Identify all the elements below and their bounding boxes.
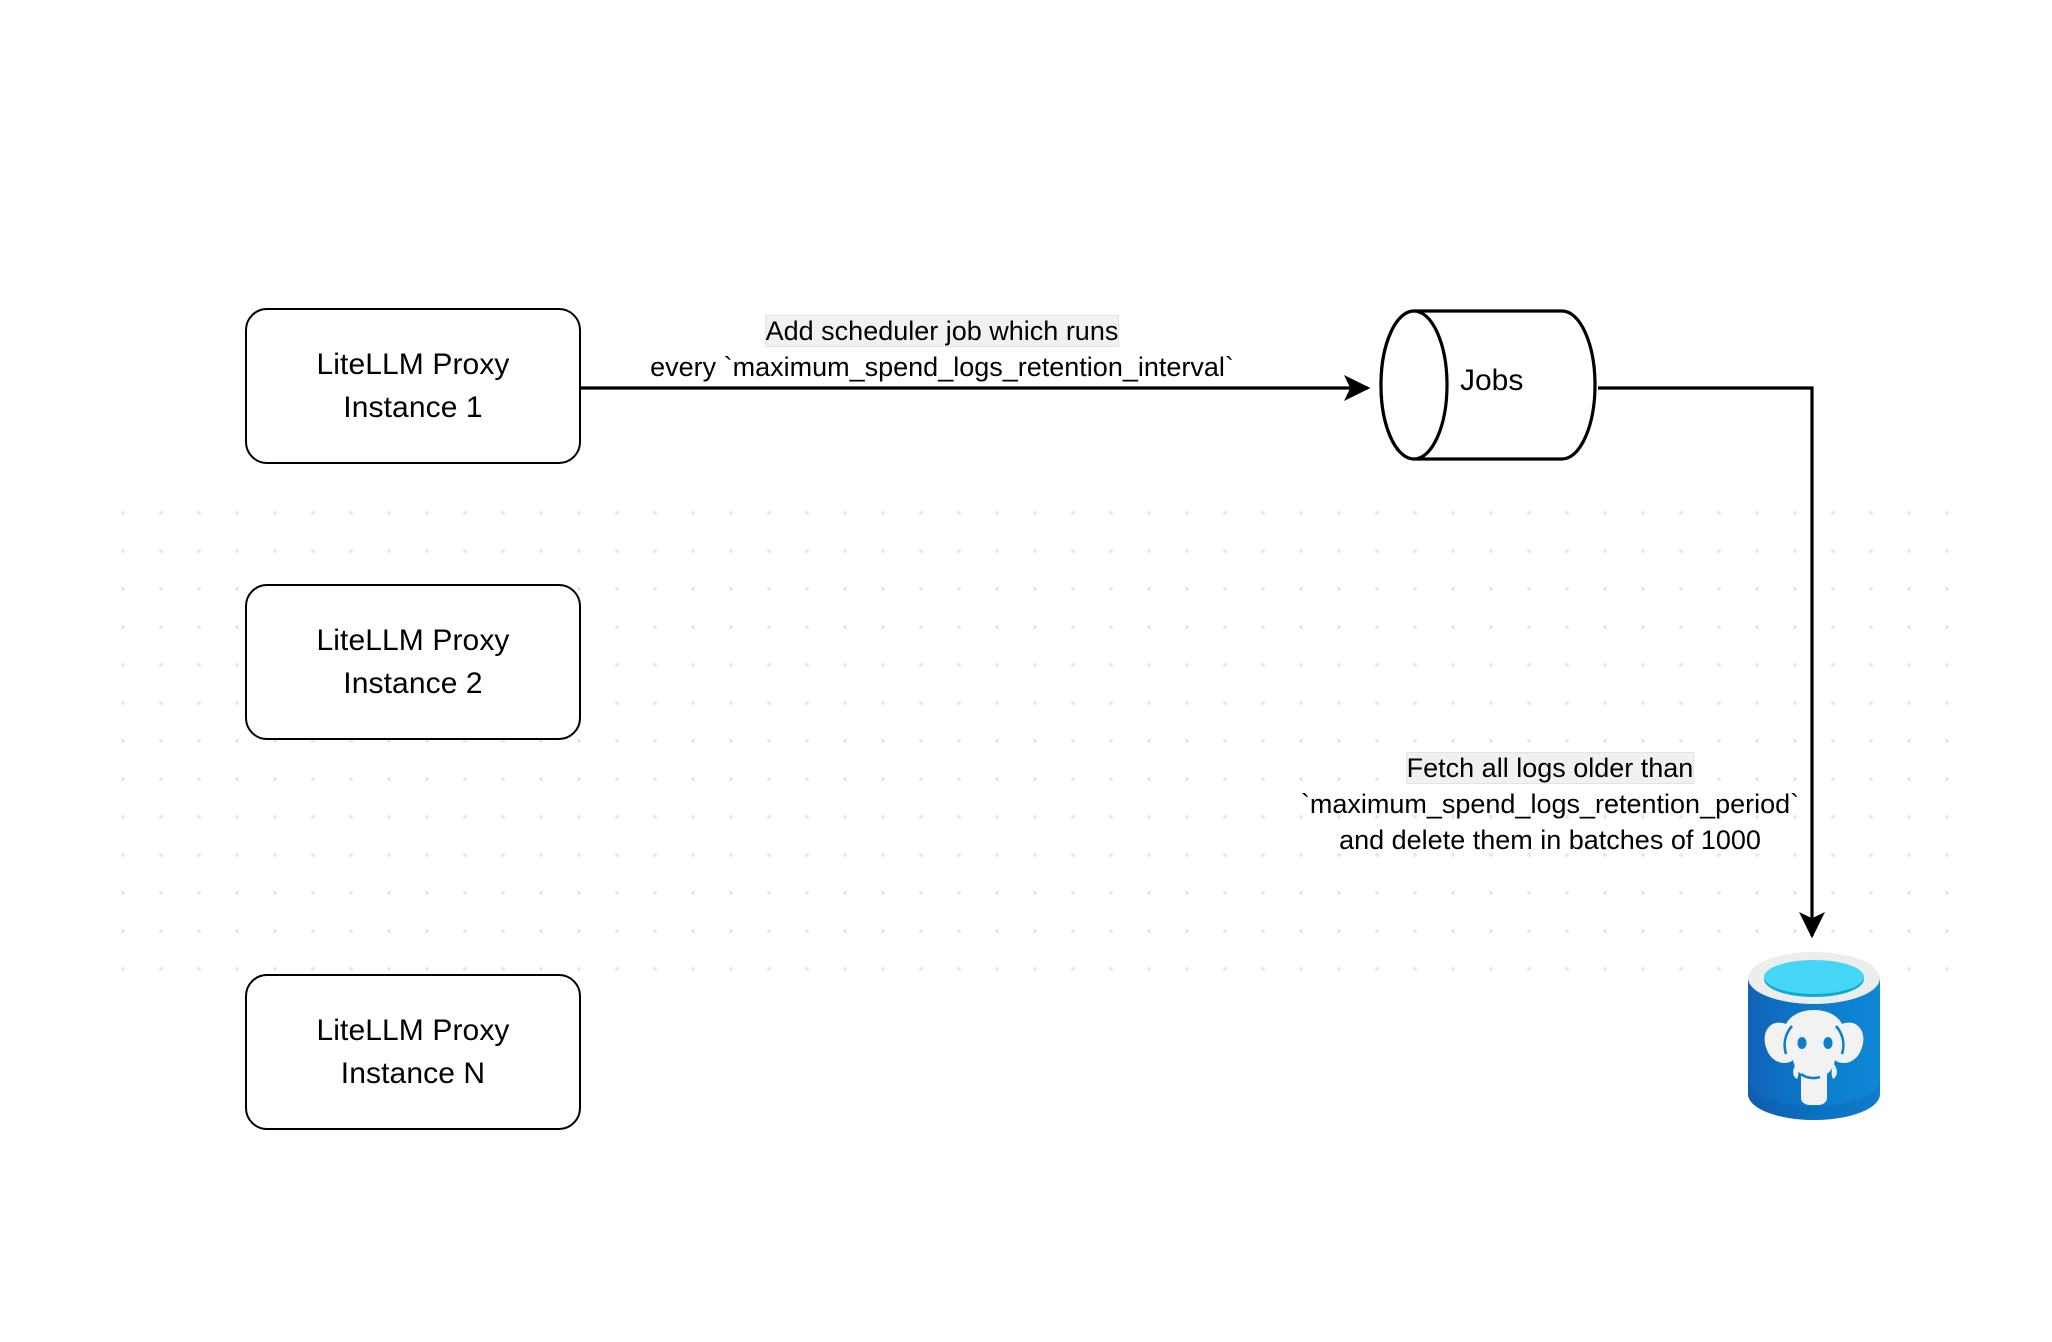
edge-line-jobs-database xyxy=(1598,386,1825,939)
node-label-line1: LiteLLM Proxy xyxy=(316,624,510,657)
edge-label-line3: and delete them in batches of 1000 xyxy=(1339,825,1761,855)
jobs-node-label: Jobs xyxy=(1460,364,1524,397)
node-label-line2: Instance N xyxy=(340,1057,486,1090)
edge-label-scheduler: Add scheduler job which runs every `maxi… xyxy=(592,313,1292,385)
edge-label-line1: Add scheduler job which runs xyxy=(592,313,1292,349)
postgres-database-icon[interactable] xyxy=(1744,948,1884,1124)
node-litellm-proxy-instance-1[interactable]: LiteLLM Proxy Instance 1 xyxy=(245,308,581,464)
node-litellm-proxy-instance-2[interactable]: LiteLLM Proxy Instance 2 xyxy=(245,584,581,740)
elephant-eyes xyxy=(1797,1037,1833,1049)
elephant-tusks xyxy=(1793,1064,1837,1079)
cylinder-cap xyxy=(1379,309,1449,461)
node-label-line2: Instance 1 xyxy=(343,391,483,424)
edge-label-line2: every `maximum_spend_logs_retention_inte… xyxy=(650,352,1234,382)
edge-label-line1: Fetch all logs older than xyxy=(1250,750,1850,786)
node-label-line2: Instance 2 xyxy=(343,667,483,700)
jobs-cylinder-node[interactable] xyxy=(1378,308,1598,462)
elephant-outlines xyxy=(1783,1025,1845,1080)
node-label-line1: LiteLLM Proxy xyxy=(316,348,510,381)
edge-label-line2: `maximum_spend_logs_retention_period` xyxy=(1300,789,1800,819)
node-litellm-proxy-instance-n[interactable]: LiteLLM Proxy Instance N xyxy=(245,974,581,1130)
node-label-line1: LiteLLM Proxy xyxy=(316,1014,510,1047)
edge-label-fetch-delete: Fetch all logs older than `maximum_spend… xyxy=(1250,750,1850,858)
edge-label-line1-text: Add scheduler job which runs xyxy=(765,316,1119,346)
edge-label-line1-text: Fetch all logs older than xyxy=(1406,753,1694,783)
db-bottom-shade xyxy=(1748,1080,1880,1120)
elephant-icon xyxy=(1764,1010,1864,1105)
db-liquid xyxy=(1764,960,1864,994)
